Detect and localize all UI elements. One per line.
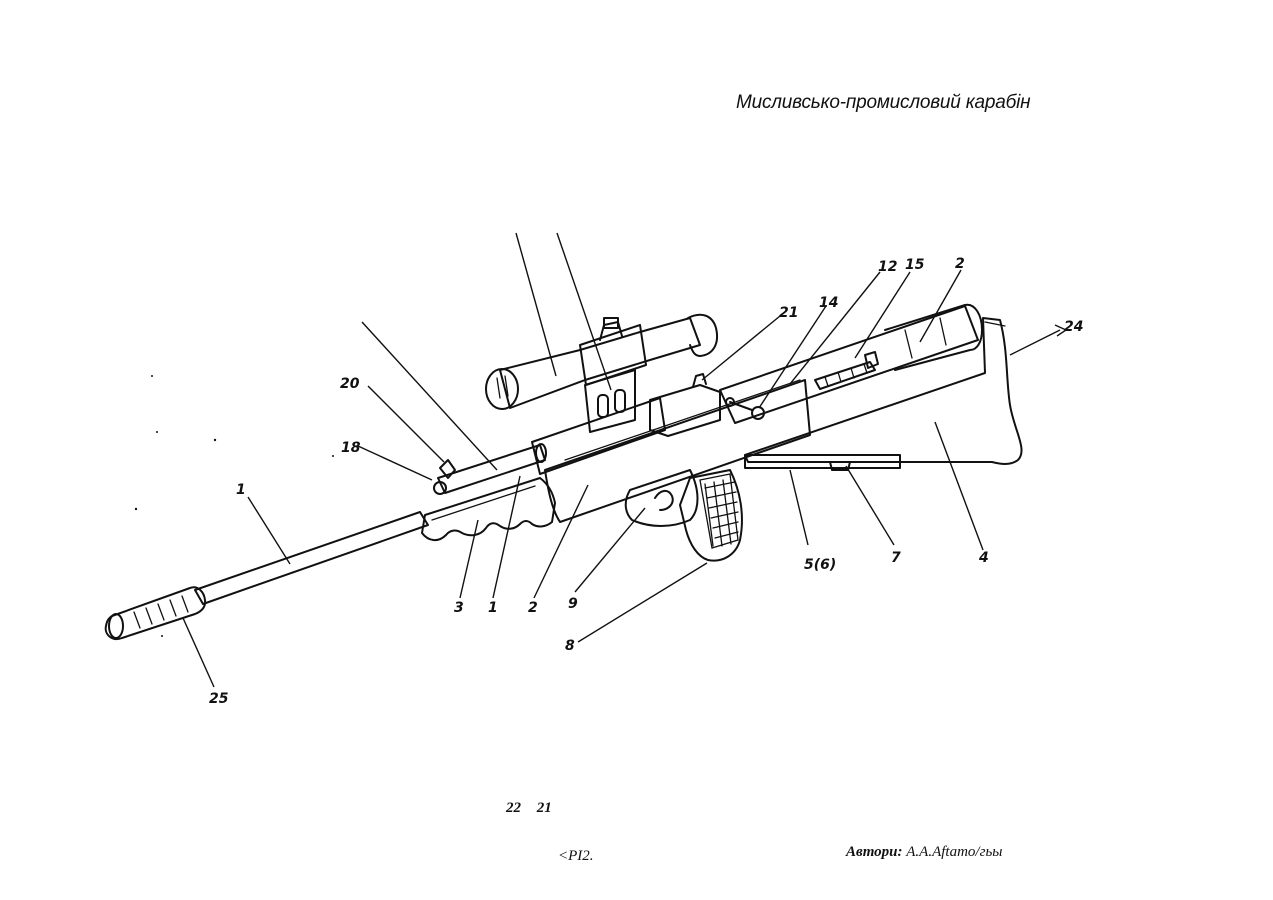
barrel [195,512,428,604]
callout-rear-sight: 21 [779,305,798,321]
callout-receiver-lower: 2 [528,600,538,616]
callout-barrel: 1 [236,482,246,498]
callout-muzzle: 25 [209,691,229,707]
bottom-numbers: 22 21 [506,800,552,817]
callout-trigger-guard: 9 [568,596,578,612]
receiver [532,305,982,522]
callout-bolt-handle: 14 [819,295,838,311]
callout-ejection-port: 15 [905,257,925,273]
gas-tube [434,444,546,494]
leader-lines [183,233,1066,687]
callout-butt-plate: 24 [1064,319,1083,335]
authors-line: Автори: A.A.Aftamo/гьы [846,844,1002,861]
scope-mount [585,370,635,432]
callout-forend-lower: 3 [454,600,464,616]
callout-pistol-grip: 8 [565,638,575,654]
callout-numbers: 1 25 18 20 3 1 2 9 8 21 14 12 15 2 24 4 … [209,256,1083,707]
callout-front-sight: 18 [341,440,361,456]
callout-magazine: 5(6) [804,557,836,573]
muzzle-brake [106,587,205,639]
authors-label: Автори: [846,844,903,860]
pistol-grip [680,470,742,561]
callout-upper-tube: 2 [955,256,965,272]
callout-stock: 4 [978,550,989,566]
drawing-code: <PI2. [558,848,594,865]
callout-gas-block: 20 [340,376,360,392]
ejection-port [815,352,878,389]
callout-magazine-latch: 7 [891,550,901,566]
callout-barrel-lower: 1 [488,600,498,616]
authors-value: A.A.Aftamo/гьы [906,844,1002,860]
callout-receiver-cover: 12 [878,259,897,275]
